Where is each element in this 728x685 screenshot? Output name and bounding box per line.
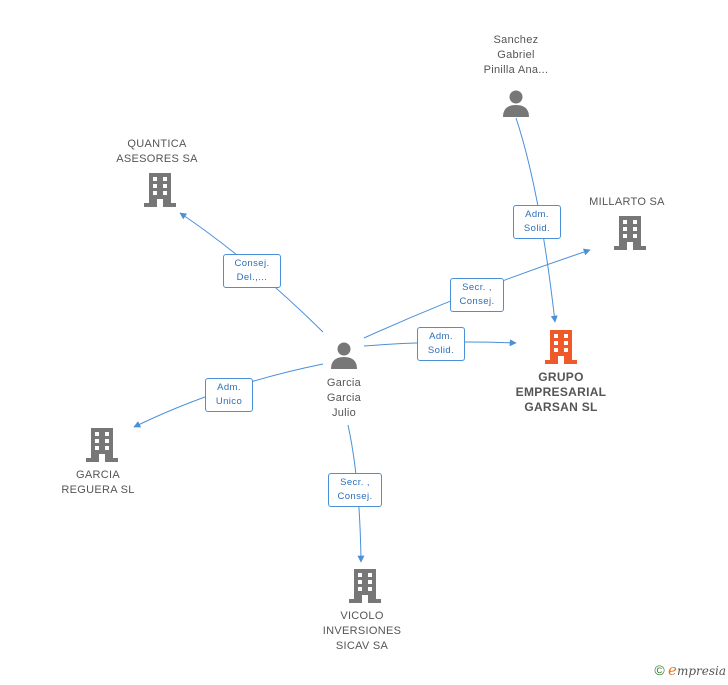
edge-label-line: Adm. bbox=[429, 331, 453, 342]
brand-name: mpresia bbox=[676, 664, 726, 678]
edge-label-line: Adm. bbox=[525, 209, 549, 220]
empresia-logo: © empresia bbox=[654, 661, 726, 679]
person-icon-sanchez[interactable] bbox=[501, 88, 531, 118]
node-label-line: GARCIA bbox=[76, 469, 120, 481]
edge-label-line: Solid. bbox=[523, 223, 551, 234]
node-label-quantica[interactable]: QUANTICA ASESORES SA bbox=[97, 137, 217, 167]
node-label-line: Garcia bbox=[326, 392, 362, 404]
node-label-line: MILLARTO SA bbox=[589, 196, 665, 208]
edge-label-line: Del.,... bbox=[236, 272, 268, 283]
node-label-line: SICAV SA bbox=[335, 640, 389, 652]
node-label-line: ASESORES SA bbox=[116, 153, 198, 165]
node-label-sanchez[interactable]: Sanchez Gabriel Pinilla Ana... bbox=[456, 33, 576, 78]
node-label-line: QUANTICA bbox=[127, 138, 187, 150]
node-label-garcia-reguera[interactable]: GARCIA REGUERA SL bbox=[38, 468, 158, 498]
edge-label-line: Consej. bbox=[234, 258, 270, 269]
building-icon-millarto[interactable] bbox=[614, 216, 646, 250]
person-icon-garcia-julio[interactable] bbox=[329, 340, 359, 370]
edge-label-line: Unico bbox=[215, 396, 243, 407]
edge-label-line: Secr. , bbox=[462, 282, 492, 293]
node-label-line: Sanchez bbox=[493, 34, 539, 46]
edge-label-line: Solid. bbox=[427, 345, 455, 356]
node-label-line: Pinilla Ana... bbox=[483, 64, 549, 76]
building-icon-grupo-garsan[interactable] bbox=[545, 330, 577, 364]
node-label-line: VICOLO bbox=[340, 610, 384, 622]
node-label-line: INVERSIONES bbox=[322, 625, 402, 637]
node-label-line: REGUERA SL bbox=[61, 484, 135, 496]
node-label-line: EMPRESARIAL bbox=[515, 385, 607, 399]
node-label-garcia-julio[interactable]: Garcia Garcia Julio bbox=[284, 376, 404, 421]
building-icon-quantica[interactable] bbox=[144, 173, 176, 207]
edge-label-julio-millarto[interactable]: Secr. , Consej. bbox=[450, 278, 504, 312]
node-label-millarto[interactable]: MILLARTO SA bbox=[567, 195, 687, 210]
edge-label-julio-reguera[interactable]: Adm. Unico bbox=[205, 378, 253, 412]
node-label-line: Gabriel bbox=[497, 49, 535, 61]
edge-label-line: Adm. bbox=[217, 382, 241, 393]
node-label-line: GARSAN SL bbox=[524, 400, 598, 414]
building-icon-vicolo[interactable] bbox=[349, 569, 381, 603]
node-label-line: Garcia bbox=[326, 377, 362, 389]
edge-label-line: Secr. , bbox=[340, 477, 370, 488]
node-label-line: Julio bbox=[331, 407, 357, 419]
copyright-symbol: © bbox=[654, 662, 665, 678]
node-label-vicolo[interactable]: VICOLO INVERSIONES SICAV SA bbox=[302, 609, 422, 654]
node-label-grupo-garsan[interactable]: GRUPO EMPRESARIAL GARSAN SL bbox=[501, 370, 621, 415]
edge-label-julio-vicolo[interactable]: Secr. , Consej. bbox=[328, 473, 382, 507]
brand-initial: e bbox=[668, 661, 677, 679]
edge-label-sanchez-grupo[interactable]: Adm. Solid. bbox=[513, 205, 561, 239]
edge-label-line: Consej. bbox=[459, 296, 495, 307]
building-icon-garcia-reguera[interactable] bbox=[86, 428, 118, 462]
node-label-line: GRUPO bbox=[538, 370, 584, 384]
edge-label-line: Consej. bbox=[337, 491, 373, 502]
edge-label-julio-quantica[interactable]: Consej. Del.,... bbox=[223, 254, 281, 288]
edge-label-julio-grupo[interactable]: Adm. Solid. bbox=[417, 327, 465, 361]
